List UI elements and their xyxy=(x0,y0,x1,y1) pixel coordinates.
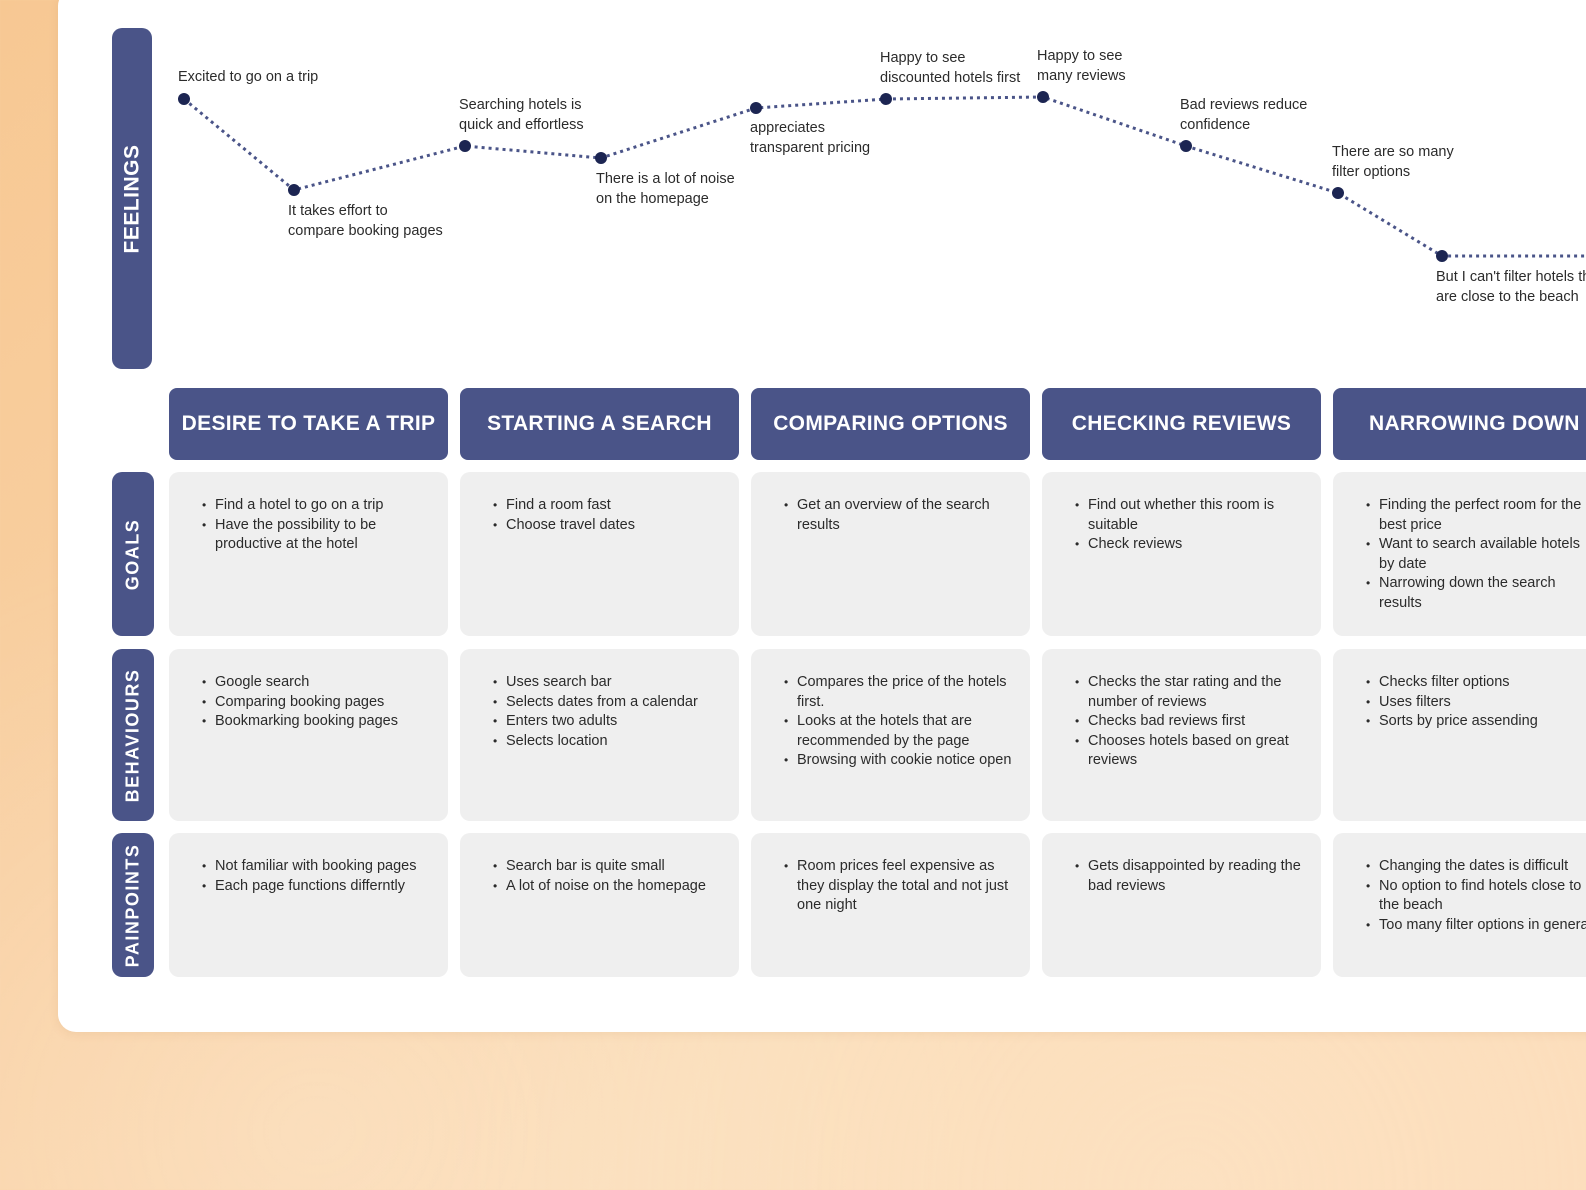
behaviours-cell: Checks filter options Uses filters Sorts… xyxy=(1333,649,1586,821)
painpoints-cell: Gets disappointed by reading the bad rev… xyxy=(1042,833,1321,977)
painpoints-list: Search bar is quite small A lot of noise… xyxy=(460,833,739,896)
row-label-goals-text: GOALS xyxy=(122,518,143,590)
feeling-label: But I can't filter hotels that are close… xyxy=(1436,269,1586,305)
list-item: Checks the star rating and the number of… xyxy=(1075,673,1321,712)
goals-cell: Find a hotel to go on a trip Have the po… xyxy=(169,472,448,636)
emotion-point xyxy=(178,93,190,105)
list-item: Compares the price of the hotels first. xyxy=(784,673,1030,712)
list-item: Uses filters xyxy=(1366,693,1586,713)
goals-list: Get an overview of the search results xyxy=(751,472,1030,535)
behaviours-cell: Compares the price of the hotels first. … xyxy=(751,649,1030,821)
goals-list: Find a room fast Choose travel dates xyxy=(460,472,739,535)
goals-cell: Finding the perfect room for the best pr… xyxy=(1333,472,1586,636)
row-label-feelings: FEELINGS xyxy=(112,28,152,369)
feeling-label: Happy to see many reviews xyxy=(1037,48,1126,84)
emotion-curve xyxy=(178,91,1586,262)
list-item: Each page functions differntly xyxy=(202,877,448,897)
list-item: Comparing booking pages xyxy=(202,693,448,713)
emotion-point xyxy=(1436,250,1448,262)
list-item: Have the possibility to be productive at… xyxy=(202,516,448,555)
goals-list: Finding the perfect room for the best pr… xyxy=(1333,472,1586,613)
stage-header-starting-a-search: STARTING A SEARCH xyxy=(460,388,739,460)
list-item: Not familiar with booking pages xyxy=(202,857,448,877)
painpoints-cell: Changing the dates is difficult No optio… xyxy=(1333,833,1586,977)
list-item: Selects dates from a calendar xyxy=(493,693,739,713)
list-item: Checks bad reviews first xyxy=(1075,712,1321,732)
behaviours-list: Checks the star rating and the number of… xyxy=(1042,649,1321,771)
row-label-behaviours: BEHAVIOURS xyxy=(112,649,154,821)
list-item: Find a hotel to go on a trip xyxy=(202,496,448,516)
list-item: Gets disappointed by reading the bad rev… xyxy=(1075,857,1321,896)
list-item: A lot of noise on the homepage xyxy=(493,877,739,897)
list-item: Enters two adults xyxy=(493,712,739,732)
painpoints-cell: Not familiar with booking pages Each pag… xyxy=(169,833,448,977)
painpoints-list: Gets disappointed by reading the bad rev… xyxy=(1042,833,1321,896)
list-item: Get an overview of the search results xyxy=(784,496,1030,535)
row-label-behaviours-text: BEHAVIOURS xyxy=(122,668,143,802)
feeling-label: Happy to see discounted hotels first xyxy=(880,50,1021,86)
painpoints-list: Room prices feel expensive as they displ… xyxy=(751,833,1030,916)
list-item: Looks at the hotels that are recommended… xyxy=(784,712,1030,751)
behaviours-list: Google search Comparing booking pages Bo… xyxy=(169,649,448,732)
goals-list: Find a hotel to go on a trip Have the po… xyxy=(169,472,448,555)
emotion-point xyxy=(595,152,607,164)
row-label-painpoints-text: PAINPOINTS xyxy=(122,843,143,967)
emotion-point xyxy=(459,140,471,152)
stage-header-checking-reviews: CHECKING REVIEWS xyxy=(1042,388,1321,460)
behaviours-cell: Uses search bar Selects dates from a cal… xyxy=(460,649,739,821)
stage-header-narrowing-down: NARROWING DOWN xyxy=(1333,388,1586,460)
painpoints-list: Not familiar with booking pages Each pag… xyxy=(169,833,448,896)
row-label-painpoints: PAINPOINTS xyxy=(112,833,154,977)
emotion-point xyxy=(288,184,300,196)
list-item: Browsing with cookie notice open xyxy=(784,751,1030,771)
painpoints-list: Changing the dates is difficult No optio… xyxy=(1333,833,1586,935)
row-label-goals: GOALS xyxy=(112,472,154,636)
behaviours-list: Checks filter options Uses filters Sorts… xyxy=(1333,649,1586,732)
behaviours-cell: Checks the star rating and the number of… xyxy=(1042,649,1321,821)
list-item: Search bar is quite small xyxy=(493,857,739,877)
list-item: Room prices feel expensive as they displ… xyxy=(784,857,1030,916)
feeling-label: Excited to go on a trip xyxy=(178,69,319,85)
list-item: Too many filter options in general xyxy=(1366,916,1586,936)
list-item: Find a room fast xyxy=(493,496,739,516)
list-item: Sorts by price assending xyxy=(1366,712,1586,732)
journey-map-board: FEELINGS GOALS BEHAVIOURS PAINPOINTS Exc… xyxy=(58,0,1586,1032)
behaviours-list: Compares the price of the hotels first. … xyxy=(751,649,1030,771)
list-item: Check reviews xyxy=(1075,535,1321,555)
goals-cell: Find out whether this room is suitable C… xyxy=(1042,472,1321,636)
feeling-label: Searching hotels is quick and effortless xyxy=(459,97,584,133)
list-item: Google search xyxy=(202,673,448,693)
feeling-label: appreciates transparent pricing xyxy=(750,120,871,156)
feeling-label: There are so many filter options xyxy=(1332,144,1454,180)
emotion-point xyxy=(750,102,762,114)
emotion-point xyxy=(1180,140,1192,152)
emotion-point xyxy=(1332,187,1344,199)
list-item: Want to search available hotels by date xyxy=(1366,535,1586,574)
list-item: Chooses hotels based on great reviews xyxy=(1075,732,1321,771)
list-item: Changing the dates is difficult xyxy=(1366,857,1586,877)
list-item: Find out whether this room is suitable xyxy=(1075,496,1321,535)
list-item: Bookmarking booking pages xyxy=(202,712,448,732)
behaviours-list: Uses search bar Selects dates from a cal… xyxy=(460,649,739,751)
stage-header-comparing-options: COMPARING OPTIONS xyxy=(751,388,1030,460)
goals-cell: Find a room fast Choose travel dates xyxy=(460,472,739,636)
stage-header-desire-to-take-a-trip: DESIRE TO TAKE A TRIP xyxy=(169,388,448,460)
feeling-label: It takes effort to compare booking pages xyxy=(288,203,443,239)
feeling-label: Bad reviews reduce confidence xyxy=(1180,97,1308,133)
goals-list: Find out whether this room is suitable C… xyxy=(1042,472,1321,555)
list-item: Uses search bar xyxy=(493,673,739,693)
list-item: Selects location xyxy=(493,732,739,752)
goals-cell: Get an overview of the search results xyxy=(751,472,1030,636)
feeling-label: There is a lot of noise on the homepage xyxy=(596,171,735,207)
painpoints-cell: Search bar is quite small A lot of noise… xyxy=(460,833,739,977)
list-item: Finding the perfect room for the best pr… xyxy=(1366,496,1586,535)
painpoints-cell: Room prices feel expensive as they displ… xyxy=(751,833,1030,977)
emotion-point xyxy=(1037,91,1049,103)
list-item: Narrowing down the search results xyxy=(1366,574,1586,613)
list-item: Choose travel dates xyxy=(493,516,739,536)
behaviours-cell: Google search Comparing booking pages Bo… xyxy=(169,649,448,821)
emotion-point xyxy=(880,93,892,105)
list-item: Checks filter options xyxy=(1366,673,1586,693)
list-item: No option to find hotels close to the be… xyxy=(1366,877,1586,916)
